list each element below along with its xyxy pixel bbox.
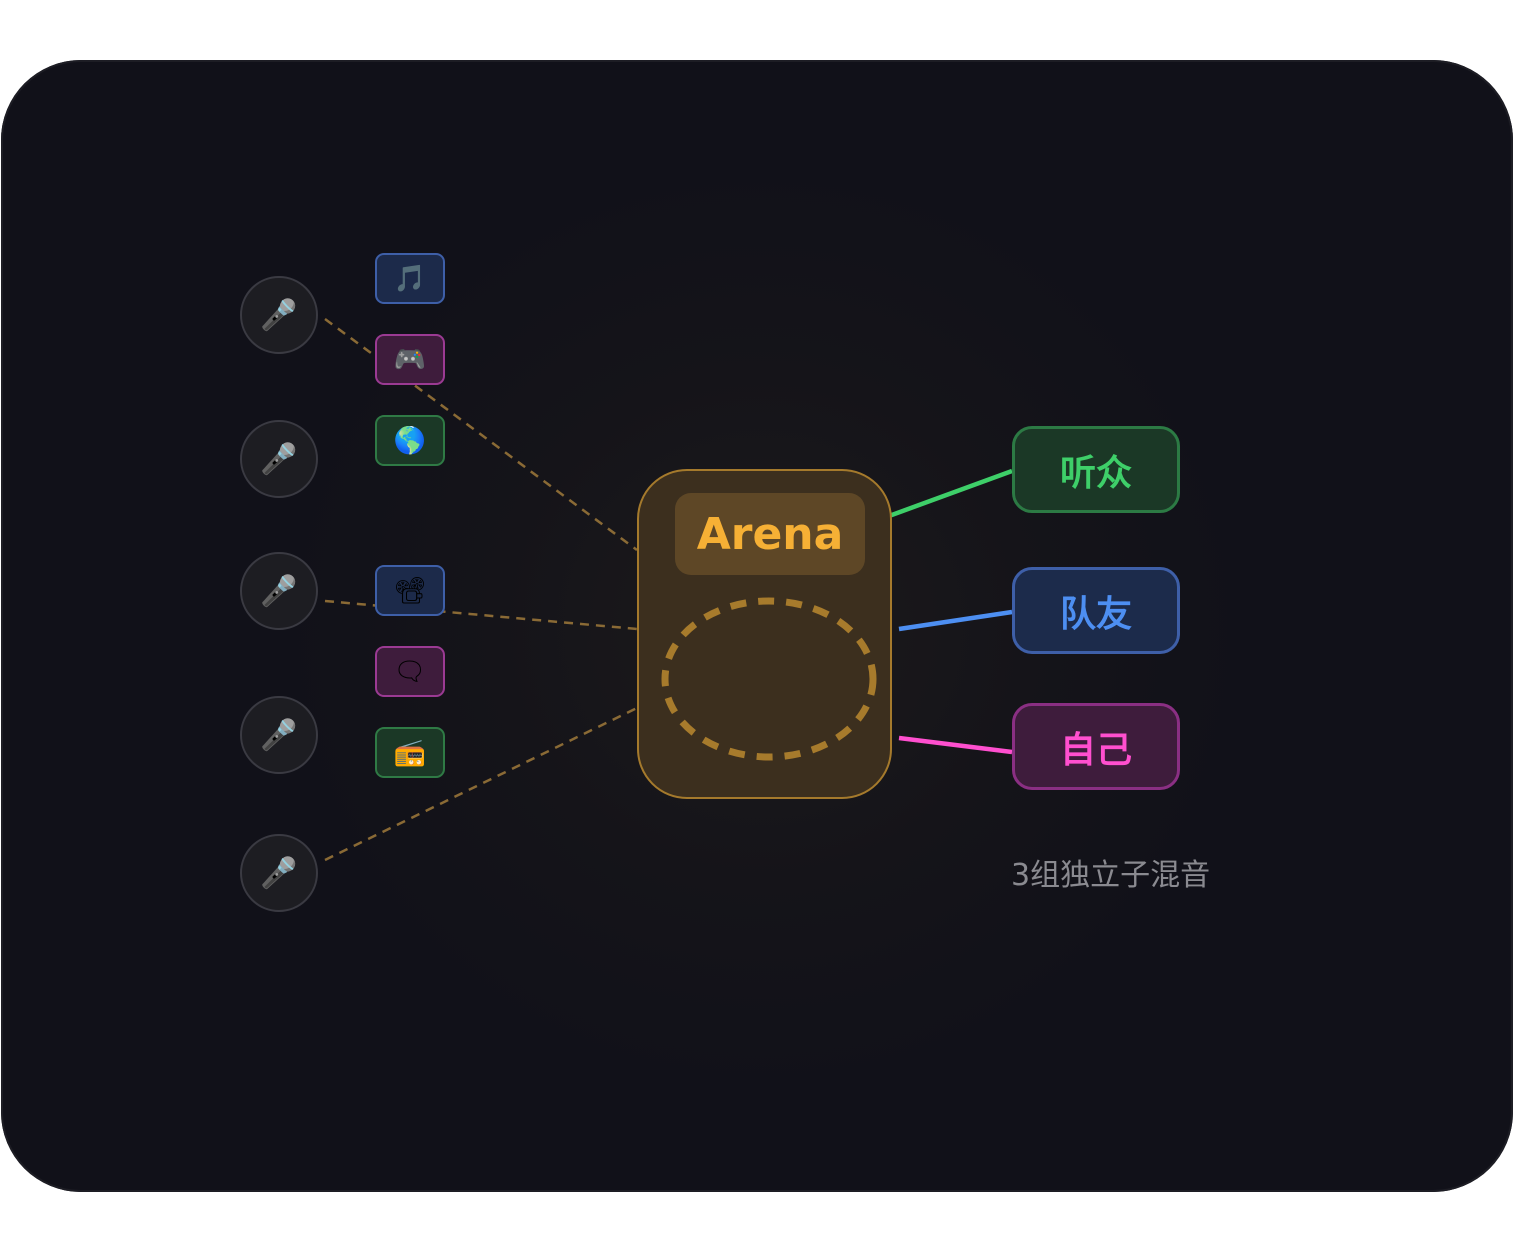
submix-teammates: 队友 xyxy=(1012,567,1180,654)
speech-bubble-icon: 🗨 xyxy=(375,646,445,697)
film-projector-icon: 📽 xyxy=(375,565,445,616)
submix-listeners: 听众 xyxy=(1012,426,1180,513)
music-note-icon: 🎵 xyxy=(375,253,445,304)
microphone-icon: 🎤 xyxy=(240,420,318,498)
microphone-icon: 🎤 xyxy=(240,834,318,912)
radio-icon: 📻 xyxy=(375,727,445,778)
arena-title: Arena xyxy=(675,493,865,575)
microphone-icon: 🎤 xyxy=(240,696,318,774)
submix-caption: 3组独立子混音 xyxy=(1011,858,1211,893)
mic-link-1 xyxy=(324,317,638,552)
submix-link-teammates xyxy=(898,609,1013,632)
submix-link-listeners xyxy=(888,468,1013,519)
microphone-icon: 🎤 xyxy=(240,276,318,354)
mic-link-3 xyxy=(324,599,638,631)
submix-link-self xyxy=(898,735,1013,755)
arena-mixer-node: Arena xyxy=(637,469,892,799)
submix-self: 自己 xyxy=(1012,703,1180,790)
diagram-panel: 🎤 🎤 🎤 🎤 🎤 🎵 🎮 🌎 📽 🗨 📻 Arena 听众 队友 自己 3组独… xyxy=(1,60,1513,1192)
game-controller-icon: 🎮 xyxy=(375,334,445,385)
globe-icon: 🌎 xyxy=(375,415,445,466)
mic-link-5 xyxy=(324,706,638,862)
mix-ring-icon xyxy=(661,597,877,761)
microphone-icon: 🎤 xyxy=(240,552,318,630)
